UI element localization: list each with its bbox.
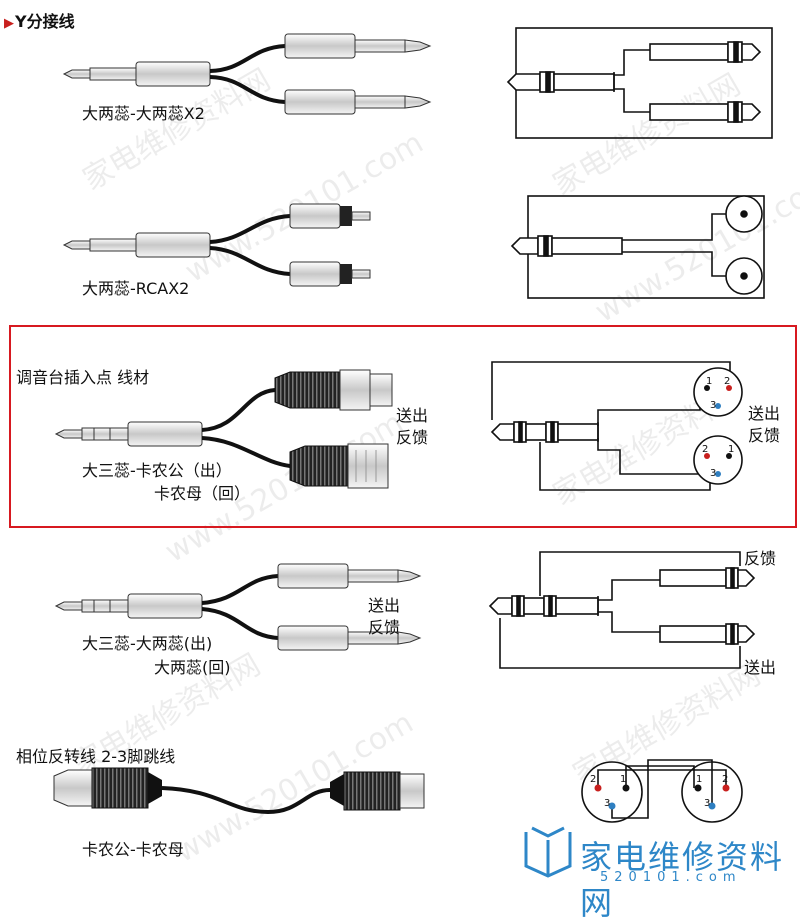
pin-label: 1: [728, 444, 735, 455]
section3-schematic: [490, 361, 743, 491]
section4-side-top: 送出: [368, 596, 401, 615]
section4-cable: [54, 563, 422, 651]
section2-cable: [62, 203, 371, 287]
section3-label-1: 大三蕊-卡农公（出）: [82, 461, 232, 480]
section4-schematic: [488, 551, 756, 669]
section3-label-2: 卡农母（回）: [154, 484, 251, 503]
pin-label: 3: [710, 400, 717, 411]
pin-label: 3: [704, 798, 711, 809]
section3-side-bottom: 反馈: [396, 428, 429, 447]
page-title: ▶Y分接线: [4, 8, 75, 32]
section1-cable: [62, 33, 432, 115]
pin-label: 3: [604, 798, 611, 809]
pin-label: 1: [696, 774, 703, 785]
pin-label: 1: [620, 774, 627, 785]
page-title-text: Y分接线: [15, 12, 75, 31]
pin-label: 2: [722, 774, 729, 785]
section4-diagram-bottom: 送出: [744, 658, 777, 677]
logo-url: 520101.com: [600, 870, 742, 885]
pin-label: 2: [590, 774, 597, 785]
section3-title: 调音台插入点 线材: [16, 368, 150, 387]
section1-schematic: [506, 27, 773, 139]
section4-label-1: 大三蕊-大两蕊(出): [82, 634, 213, 653]
section4-diagram-top: 反馈: [744, 549, 777, 568]
section3-diagram-bottom: 反馈: [748, 426, 781, 445]
section4-side-bottom: 反馈: [368, 618, 401, 637]
book-icon: [524, 826, 572, 878]
section5-schematic: [581, 759, 743, 823]
section3-cable: [54, 369, 393, 489]
wiring-diagrams: [53, 27, 773, 878]
pin-label: 2: [702, 444, 709, 455]
section5-label: 卡农公-卡农母: [82, 840, 184, 859]
section2-schematic: [510, 195, 765, 299]
section2-label: 大两蕊-RCAX2: [82, 279, 190, 298]
xlr-pins-section5: [594, 784, 730, 810]
section5-cable: [53, 767, 425, 815]
pin-label: 2: [724, 376, 731, 387]
section1-label: 大两蕊-大两蕊X2: [82, 104, 205, 123]
pin-label: 3: [710, 468, 717, 479]
xlr-pins-section3: [704, 385, 732, 477]
pin-label: 1: [706, 376, 713, 387]
section3-side-top: 送出: [396, 406, 429, 425]
section5-title: 相位反转线 2-3脚跳线: [16, 747, 176, 766]
triangle-icon: ▶: [4, 16, 14, 31]
section4-label-2: 大两蕊(回): [154, 658, 231, 677]
highlight-box: [9, 325, 797, 528]
section3-diagram-top: 送出: [748, 404, 781, 423]
